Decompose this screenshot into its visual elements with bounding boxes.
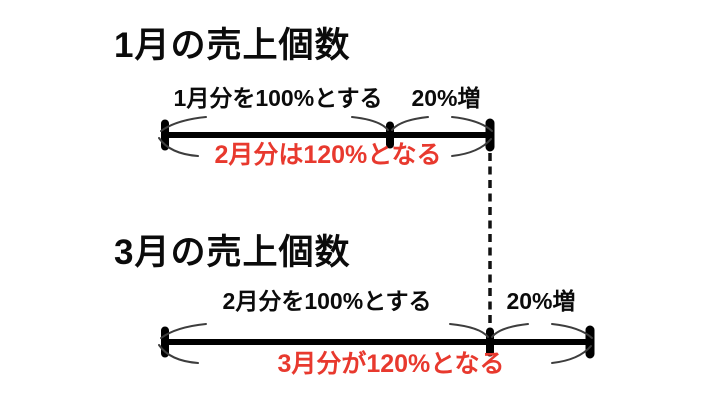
mar-result-span-hook-right	[551, 345, 592, 364]
jan-increase-span-hook-right	[451, 116, 493, 132]
march-base-label: 2月分を100%とする	[222, 288, 432, 314]
march-result-label: 3月分が120%となる	[277, 350, 505, 378]
jan-base-span-hook-left	[160, 116, 207, 132]
jan-tick-right	[485, 118, 495, 152]
mar-tick-middle	[486, 327, 494, 357]
jan-tick-middle	[386, 121, 394, 149]
march-diagram-title: 3月の売上個数	[114, 233, 351, 272]
mar-base-span-hook-left	[160, 323, 207, 339]
january-increase-label: 20%増	[411, 85, 481, 111]
mar-increase-span-hook-right	[551, 323, 593, 339]
jan-result-span-hook-right	[451, 138, 492, 157]
mar-result-span-hook-left	[158, 344, 199, 364]
jan-result-span-hook-left	[158, 137, 199, 157]
mar-tick-right	[585, 325, 595, 359]
jan-increase-span-hook-left	[391, 116, 429, 131]
march-span-hooks	[158, 323, 593, 364]
january-result-label: 2月分は120%となる	[214, 141, 442, 169]
january-base-label: 1月分を100%とする	[173, 85, 383, 111]
mar-base-span-hook-right	[449, 323, 489, 338]
jan-base-span-hook-right	[351, 116, 389, 131]
january-diagram-title: 1月の売上個数	[114, 26, 351, 65]
january-span-hooks	[158, 116, 493, 157]
mar-increase-span-hook-left	[491, 323, 529, 338]
march-increase-label: 20%増	[506, 288, 576, 314]
